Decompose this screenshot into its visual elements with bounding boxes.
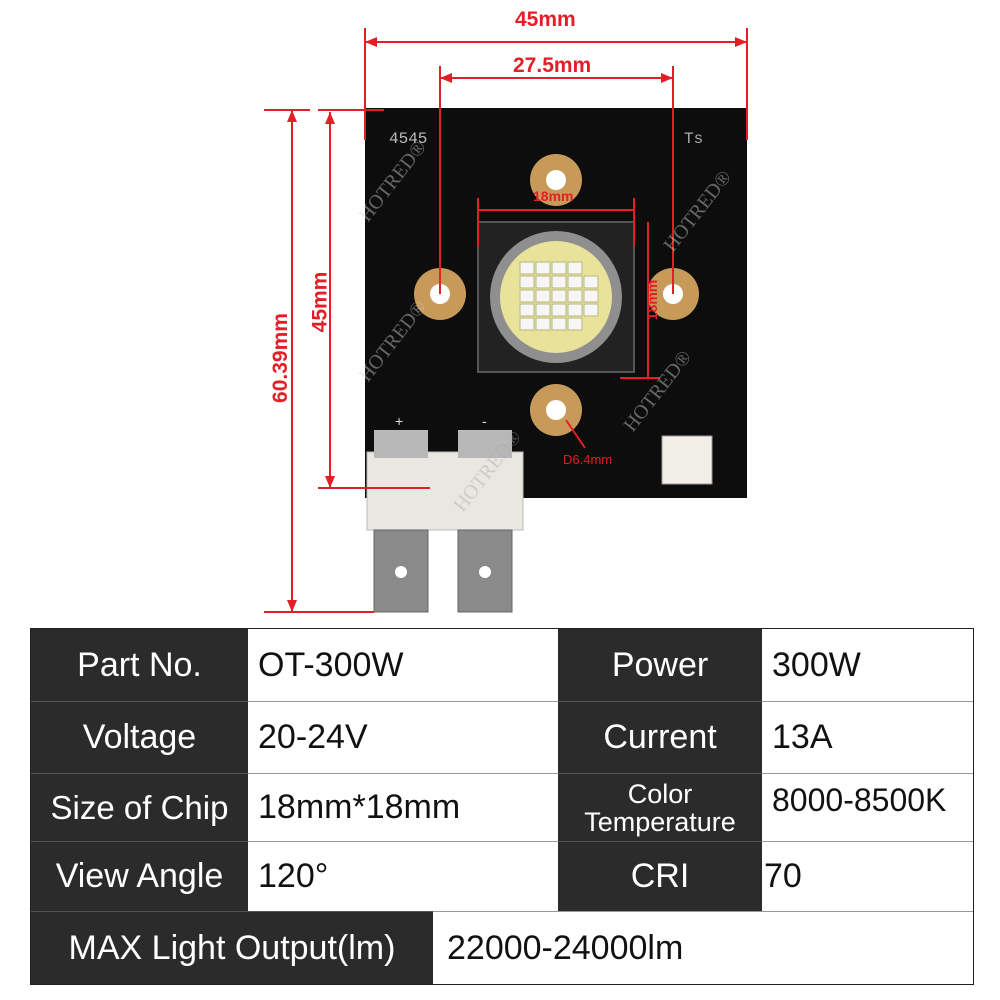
led-module-drawing xyxy=(264,28,748,613)
chip-size-label-cell: Size of Chip xyxy=(31,773,248,841)
current-value-cell: 13A xyxy=(762,701,973,773)
current-label: Current xyxy=(603,718,717,756)
jst-connector xyxy=(661,435,713,485)
cri-value-cell: 70 xyxy=(762,841,973,911)
spec-table: Part No. OT-300W Power 300W Voltage 20-2… xyxy=(30,628,974,985)
chip-size-value-cell: 18mm*18mm xyxy=(248,773,558,841)
pcb-marking-left: 4545 xyxy=(389,130,428,148)
terminal-minus-tab-top xyxy=(458,430,512,458)
terminal-minus-label: - xyxy=(482,413,487,429)
chip-size-value: 18mm*18mm xyxy=(258,788,461,826)
power-value-cell: 300W xyxy=(762,629,973,701)
part-no-label-cell: Part No. xyxy=(31,629,248,701)
voltage-label: Voltage xyxy=(82,718,197,756)
terminal-plus-label: + xyxy=(395,413,404,429)
max-output-value-cell: 22000-24000lm xyxy=(433,911,973,984)
part-no-value-cell: OT-300W xyxy=(248,629,558,701)
color-temp-label-line2: Temperature xyxy=(584,806,736,837)
chip-width-label: 18mm xyxy=(533,188,574,204)
chip-height-label: 18mm xyxy=(644,279,661,321)
cri-label-cell: CRI xyxy=(558,841,762,911)
current-label-cell: Current xyxy=(558,701,762,773)
board-width-label: 45mm xyxy=(515,8,576,31)
hole-spacing-label: 27.5mm xyxy=(513,54,592,77)
power-label-cell: Power xyxy=(558,629,762,701)
part-no-label: Part No. xyxy=(77,645,202,684)
mounting-hole-top xyxy=(530,154,582,206)
chip-size-label: Size of Chip xyxy=(50,788,229,826)
cri-label: CRI xyxy=(630,857,690,895)
color-temp-label-line1: Color xyxy=(627,778,693,809)
view-angle-label: View Angle xyxy=(55,857,224,895)
hole-diameter-label: D6.4mm xyxy=(563,452,613,467)
voltage-value-cell: 20-24V xyxy=(248,701,558,773)
view-angle-label-cell: View Angle xyxy=(31,841,248,911)
max-output-label-cell: MAX Light Output(lm) xyxy=(31,911,433,984)
current-value: 13A xyxy=(772,718,833,756)
board-height-label: 45mm xyxy=(308,271,332,333)
max-output-value: 22000-24000lm xyxy=(447,928,684,967)
power-label: Power xyxy=(611,645,709,684)
dimension-arrows xyxy=(287,37,747,612)
cri-value: 70 xyxy=(764,857,802,895)
mounting-hole-bottom xyxy=(530,384,582,436)
view-angle-value: 120° xyxy=(258,857,329,895)
total-height-label: 60.39mm xyxy=(268,313,292,403)
voltage-label-cell: Voltage xyxy=(31,701,248,773)
view-angle-value-cell: 120° xyxy=(248,841,558,911)
max-output-label: MAX Light Output(lm) xyxy=(68,928,396,967)
part-no-value: OT-300W xyxy=(258,645,404,684)
power-value: 300W xyxy=(772,645,861,684)
color-temp-value-cell: 8000-8500K xyxy=(762,773,973,841)
color-temp-value: 8000-8500K xyxy=(772,782,947,818)
terminal-block xyxy=(366,451,524,531)
terminal-plus-tab-top xyxy=(374,430,428,458)
led-die-grid xyxy=(519,261,599,331)
pcb-marking-right: Ts xyxy=(684,130,704,148)
product-photo: 45mm 27.5mm 18mm 18mm 45mm 60.39mm D6.4m… xyxy=(264,8,748,613)
dimension-lines xyxy=(264,28,748,613)
color-temp-label-cell: Color Temperature xyxy=(558,773,762,841)
voltage-value: 20-24V xyxy=(258,718,368,756)
